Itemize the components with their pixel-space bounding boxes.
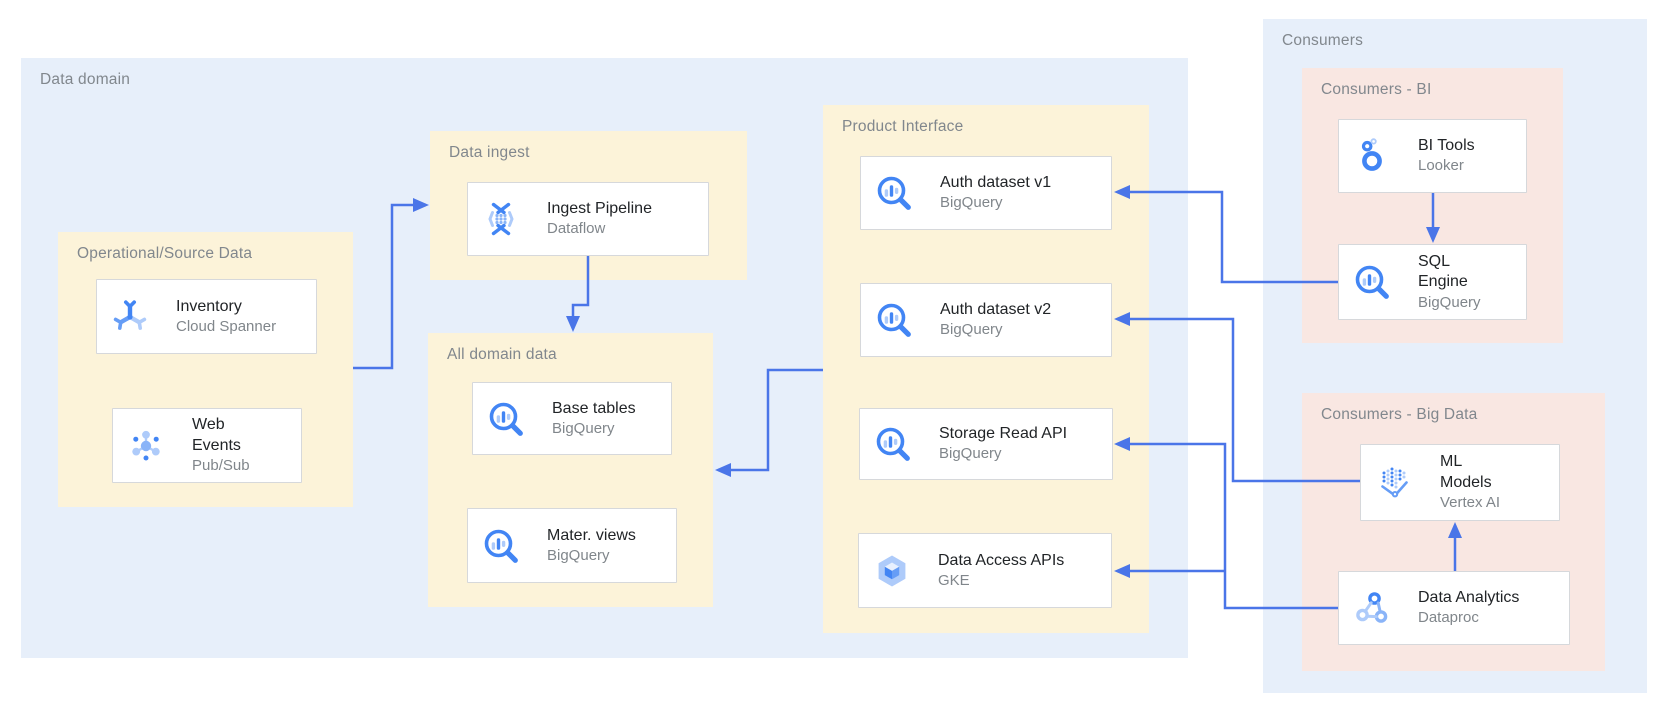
operational-source-data-group: Operational/Source Data Inventory Cloud …: [58, 232, 353, 507]
cloud-spanner-icon: [110, 297, 150, 337]
node-title: SQL Engine: [1418, 252, 1468, 291]
node-subtitle: GKE: [938, 571, 970, 589]
node-title: Auth dataset v1: [940, 174, 1052, 192]
node-storage-read-api: Storage Read API BigQuery: [859, 408, 1113, 480]
gke-icon: [872, 551, 912, 591]
node-subtitle: Dataflow: [547, 220, 606, 238]
node-inventory: Inventory Cloud Spanner: [96, 279, 317, 354]
node-title: Storage Read API: [939, 425, 1068, 443]
bigquery-icon: [486, 399, 526, 439]
node-title: Web Events: [192, 416, 241, 454]
node-ingest-pipeline: Ingest Pipeline Dataflow: [467, 182, 709, 256]
node-auth-dataset-v2: Auth dataset v2 BigQuery: [860, 283, 1112, 357]
node-title: Data Analytics: [1418, 589, 1520, 607]
data-ingest-label: Data ingest: [449, 144, 530, 161]
data-domain-label: Data domain: [40, 71, 131, 88]
node-title: Ingest Pipeline: [547, 200, 652, 218]
node-title: Inventory: [176, 297, 242, 315]
bigquery-icon: [481, 526, 521, 566]
node-title: Auth dataset v2: [940, 301, 1052, 319]
all-domain-data-label: All domain data: [447, 346, 557, 363]
node-title: Mater. views: [547, 526, 636, 544]
node-subtitle: BigQuery: [940, 194, 1003, 212]
consumers-big-data-label: Consumers - Big Data: [1321, 406, 1478, 423]
node-bi-tools: BI Tools Looker: [1338, 119, 1527, 193]
node-subtitle: BigQuery: [940, 321, 1003, 339]
data-ingest-group: Data ingest Ingest Pipeline Dataflow: [430, 131, 747, 280]
product-interface-group: Product Interface Auth dataset v1 BigQue…: [823, 105, 1149, 633]
node-subtitle: BigQuery: [552, 419, 615, 437]
all-domain-data-group: All domain data Base tables BigQuery Mat…: [428, 333, 713, 607]
node-subtitle: Cloud Spanner: [176, 317, 277, 335]
node-title: ML Models: [1440, 453, 1492, 491]
consumers-bi-group: Consumers - BI BI Tools Looker SQL Engin…: [1302, 68, 1563, 343]
consumers-container: Consumers Consumers - BI BI Tools Looker…: [1263, 19, 1647, 693]
data-domain-container: Data domain Operational/Source Data Inve…: [21, 58, 1188, 658]
node-title: BI Tools: [1418, 137, 1475, 155]
node-subtitle: Pub/Sub: [192, 457, 250, 475]
consumers-big-data-group: Consumers - Big Data ML Models Vertex AI…: [1302, 393, 1605, 671]
vertex-ai-icon: [1374, 463, 1414, 503]
node-subtitle: BigQuery: [547, 546, 610, 564]
node-subtitle: Vertex AI: [1440, 494, 1501, 512]
node-web-events: Web Events Pub/Sub: [112, 408, 302, 483]
node-mater-views: Mater. views BigQuery: [467, 508, 677, 583]
node-title: Data Access APIs: [938, 551, 1065, 569]
node-subtitle: BigQuery: [939, 445, 1002, 463]
node-title: Base tables: [552, 399, 636, 417]
node-auth-dataset-v1: Auth dataset v1 BigQuery: [860, 156, 1112, 230]
node-data-access-apis: Data Access APIs GKE: [858, 533, 1112, 608]
consumers-label: Consumers: [1282, 32, 1364, 49]
dataflow-icon: [481, 199, 521, 239]
node-sql-engine: SQL Engine BigQuery: [1338, 244, 1527, 320]
product-interface-label: Product Interface: [842, 118, 964, 135]
node-ml-models: ML Models Vertex AI: [1360, 444, 1560, 521]
bigquery-icon: [874, 300, 914, 340]
bigquery-icon: [874, 173, 914, 213]
dataproc-icon: [1352, 588, 1392, 628]
node-subtitle: Dataproc: [1418, 609, 1479, 627]
node-base-tables: Base tables BigQuery: [472, 382, 672, 455]
node-subtitle: BigQuery: [1418, 293, 1481, 311]
bigquery-icon: [873, 424, 913, 464]
looker-icon: [1352, 136, 1392, 176]
node-data-analytics: Data Analytics Dataproc: [1338, 571, 1570, 645]
consumers-bi-label: Consumers - BI: [1321, 81, 1432, 98]
node-subtitle: Looker: [1418, 157, 1464, 175]
bigquery-icon: [1352, 262, 1392, 302]
pubsub-icon: [126, 426, 166, 466]
operational-source-data-label: Operational/Source Data: [77, 245, 253, 262]
